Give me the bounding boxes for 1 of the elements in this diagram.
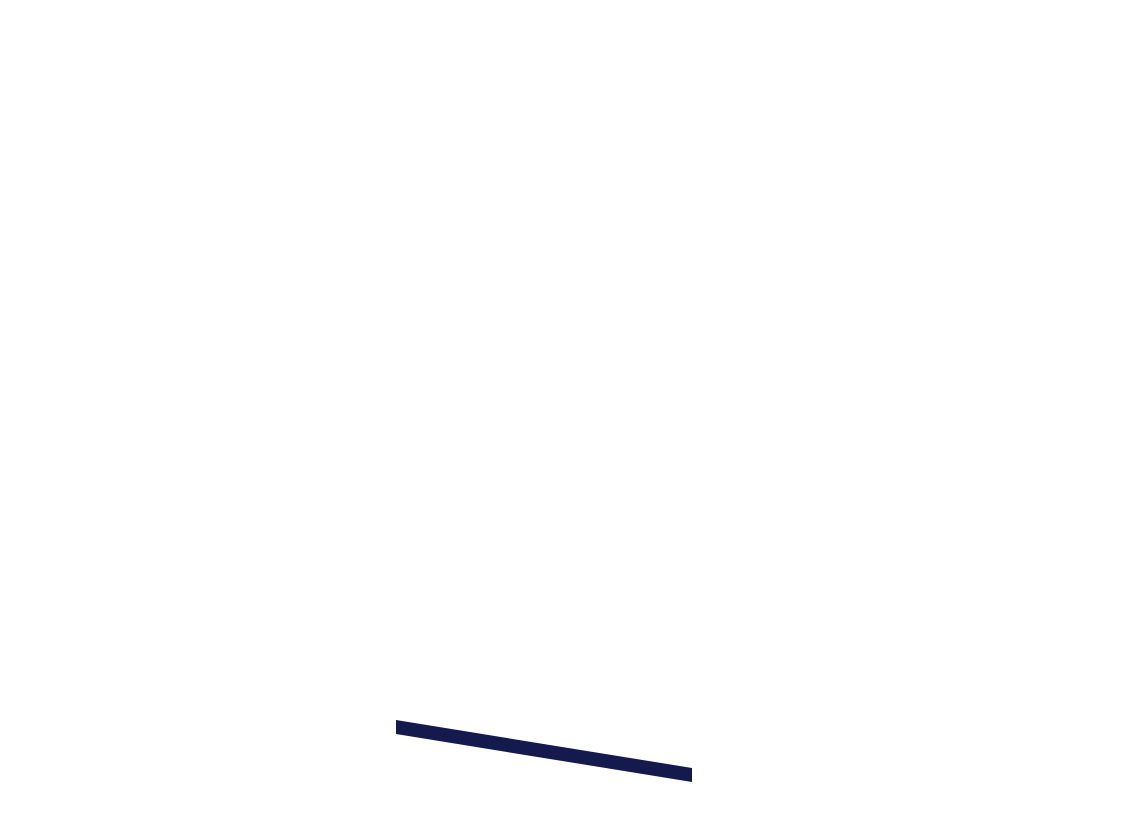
slanted-bar [392,716,696,784]
